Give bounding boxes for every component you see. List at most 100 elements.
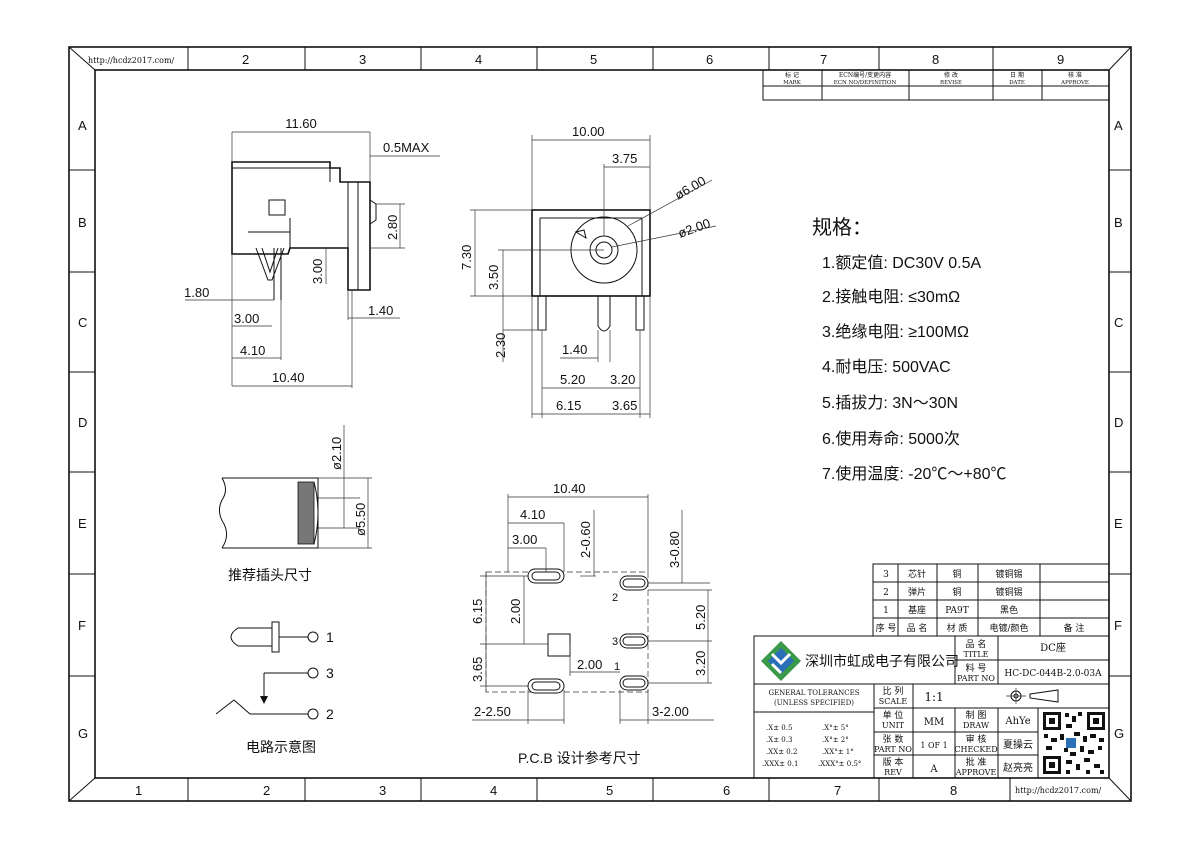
check-label: 审 核 bbox=[966, 733, 987, 745]
row-label: E bbox=[78, 516, 87, 531]
dim-6-15: 6.15 bbox=[556, 398, 581, 413]
row-labels-right: A B C D E F G bbox=[1114, 118, 1124, 741]
tolerance-item: .X± 0.5 bbox=[766, 724, 792, 732]
tolerance-item: .X°± 2° bbox=[822, 736, 849, 744]
row-label: A bbox=[78, 118, 87, 133]
col-label: 3 bbox=[359, 52, 366, 67]
sheet-value: 1 OF 1 bbox=[920, 741, 947, 750]
scale-value: 1:1 bbox=[924, 690, 943, 704]
col-label: 3 bbox=[379, 783, 386, 798]
company-logo bbox=[761, 641, 801, 681]
plug-view: ø2.10 ø5.50 推荐插头尺寸 bbox=[218, 425, 372, 583]
rev-header-approve-en: APPROVE bbox=[1060, 80, 1089, 86]
dim-5-20: 5.20 bbox=[693, 605, 708, 630]
bom-cell: 镀铜锡 bbox=[995, 568, 1022, 580]
dim-3-2-00: 3-2.00 bbox=[652, 704, 689, 719]
rev-header-date: 日 期 bbox=[1010, 71, 1024, 79]
projection-symbol bbox=[1006, 688, 1059, 704]
dim-2-80: 2.80 bbox=[385, 215, 400, 240]
row-label: F bbox=[1114, 618, 1122, 633]
col-label: 2 bbox=[242, 52, 249, 67]
bom-cell: 镀铜锡 bbox=[995, 586, 1022, 598]
dim-2-30: 2.30 bbox=[493, 333, 508, 358]
spec-item: 2.接触电阻: ≤30mΩ bbox=[822, 288, 960, 306]
sheet-border bbox=[68, 46, 1132, 802]
col-label: 7 bbox=[834, 783, 841, 798]
col-label: 4 bbox=[490, 783, 497, 798]
row-label: A bbox=[1114, 118, 1123, 133]
pcb-pin-2: 2 bbox=[612, 592, 618, 604]
bom-cell: 铜 bbox=[952, 586, 961, 598]
col-label: 2 bbox=[263, 783, 270, 798]
col-label: 5 bbox=[606, 783, 613, 798]
rev-header-mark: 标 记 bbox=[785, 71, 799, 79]
bom-header: 备 注 bbox=[1064, 622, 1085, 634]
rev-header-mark-en: MARK bbox=[783, 80, 802, 86]
spec-item: 3.绝缘电阻: ≥100MΩ bbox=[822, 323, 969, 341]
dim-dia-2-10: ø2.10 bbox=[329, 437, 344, 470]
dim-3-0-80: 3-0.80 bbox=[667, 531, 682, 568]
column-labels-bottom: 1 2 3 4 5 6 7 8 bbox=[135, 783, 957, 798]
col-label: 8 bbox=[950, 783, 957, 798]
check-label-en: CHECKED bbox=[954, 745, 997, 754]
bom-cell: 黑色 bbox=[1000, 604, 1018, 616]
spec-item: 5.插拔力: 3N～30N bbox=[822, 394, 958, 412]
unit-label: 单 位 bbox=[883, 709, 904, 721]
dim-3-20: 3.20 bbox=[610, 372, 635, 387]
bom-cell: 铜 bbox=[952, 568, 961, 580]
rev-label-en: REV bbox=[884, 768, 902, 777]
dim-3-00: 3.00 bbox=[234, 311, 259, 326]
unit-value: MM bbox=[924, 717, 944, 728]
dim-2-00: 2.00 bbox=[577, 657, 602, 672]
dim-2-00-vert: 2.00 bbox=[508, 599, 523, 624]
dim-10-40: 10.40 bbox=[553, 481, 586, 496]
revision-table: 标 记 MARK ECN编号/变更内容 ECN NO/DEFINITION 修 … bbox=[762, 69, 1110, 101]
spec-item: 7.使用温度: -20℃～+80℃ bbox=[822, 465, 1007, 483]
bom-cell: 基座 bbox=[908, 604, 926, 616]
circuit-diagram: 1 3 2 电路示意图 bbox=[215, 621, 334, 755]
col-label: 4 bbox=[475, 52, 482, 67]
draw-label-en: DRAW bbox=[963, 721, 990, 730]
part-value: HC-DC-044B-2.0-03A bbox=[1004, 669, 1102, 679]
approve-label-en: APPROVE bbox=[955, 768, 997, 777]
tolerance-item: .XXX± 0.1 bbox=[762, 760, 798, 768]
qr-code bbox=[1042, 711, 1106, 775]
title-label-en: TITLE bbox=[964, 650, 989, 659]
dim-3-00: 3.00 bbox=[512, 532, 537, 547]
side-view: 11.60 0.5MAX 2.80 3.00 1.80 3.00 1.40 4.… bbox=[184, 116, 440, 388]
tolerance-subtitle: (UNLESS SPECIFIED) bbox=[774, 699, 854, 707]
check-value: 夏操云 bbox=[1003, 738, 1033, 751]
title-block: 深圳市虹成电子有限公司 品 名 TITLE DC座 料 号 PART NO HC… bbox=[753, 635, 1110, 779]
draw-label: 制 图 bbox=[966, 709, 987, 721]
tolerance-item: .XX± 0.2 bbox=[766, 748, 797, 756]
dim-1-40: 1.40 bbox=[368, 303, 393, 318]
bom-header: 品 名 bbox=[907, 622, 928, 634]
circuit-caption: 电路示意图 bbox=[246, 739, 316, 755]
approve-value: 赵亮亮 bbox=[1003, 761, 1033, 774]
part-label-en: PART NO bbox=[957, 674, 995, 683]
dim-3-00-vert: 3.00 bbox=[310, 259, 325, 284]
circuit-pin-2: 2 bbox=[326, 706, 334, 722]
dim-1-40: 1.40 bbox=[562, 342, 587, 357]
pcb-layout: 2 3 1 10.40 4.10 3.00 2-0.60 3-0.80 6.15… bbox=[470, 481, 714, 766]
bom-table: 3 芯针 铜 镀铜锡 2 弹片 铜 镀铜锡 1 基座 PA9T 黑色 序 号 品… bbox=[872, 563, 1110, 637]
bom-cell: 2 bbox=[883, 588, 889, 598]
rev-value: A bbox=[929, 764, 938, 775]
sheet-label: 张 数 bbox=[883, 733, 904, 745]
circuit-pin-1: 1 bbox=[326, 629, 334, 645]
specifications: 规格： 1.额定值: DC30V 0.5A 2.接触电阻: ≤30mΩ 3.绝缘… bbox=[812, 216, 1007, 483]
dim-3-75: 3.75 bbox=[612, 151, 637, 166]
bom-header: 材 质 bbox=[947, 622, 968, 634]
spec-item: 4.耐电压: 500VAC bbox=[822, 358, 951, 376]
part-label: 料 号 bbox=[966, 662, 987, 674]
dim-7-30: 7.30 bbox=[459, 245, 474, 270]
draw-value: AhYe bbox=[1004, 716, 1030, 727]
pcb-pin-1: 1 bbox=[614, 661, 620, 673]
bom-header: 电镀/颜色 bbox=[989, 622, 1028, 634]
sheet-label-en: PART NO bbox=[874, 745, 912, 754]
col-label: 9 bbox=[1057, 52, 1064, 67]
row-labels-left: A B C D E F G bbox=[78, 118, 88, 741]
dim-dia-5-50: ø5.50 bbox=[353, 503, 368, 536]
plug-caption: 推荐插头尺寸 bbox=[228, 567, 312, 583]
rev-header-approve: 核 准 bbox=[1068, 71, 1082, 79]
